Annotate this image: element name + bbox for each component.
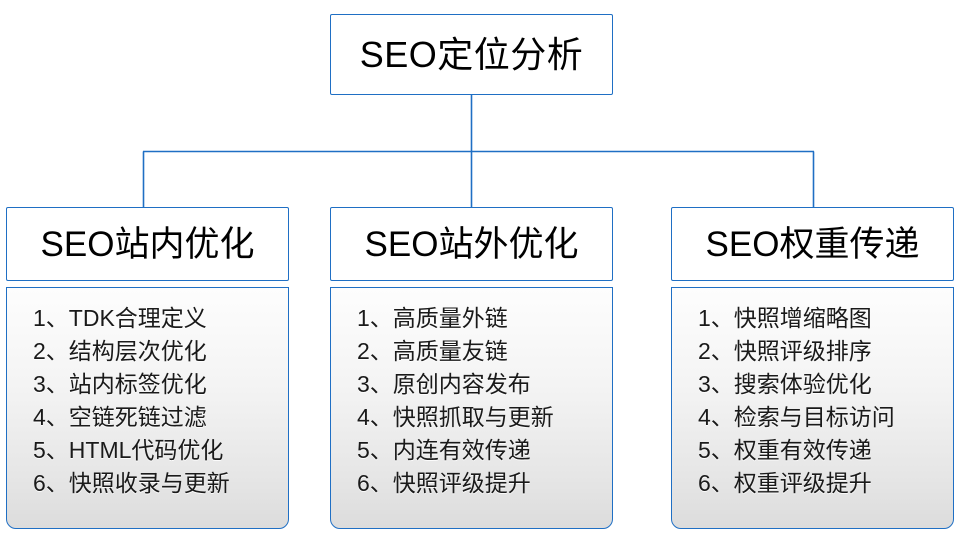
list-item: 2、快照评级排序 xyxy=(698,338,872,364)
list-item: 6、权重评级提升 xyxy=(698,470,872,496)
list-item: 5、HTML代码优化 xyxy=(33,437,224,463)
column-seo-weight-transfer: SEO权重传递 1、快照增缩略图 2、快照评级排序 3、搜索体验优化 4、检索与… xyxy=(671,207,954,529)
column-1-item-list: 1、TDK合理定义 2、结构层次优化 3、站内标签优化 4、空链死链过滤 5、H… xyxy=(7,302,288,500)
column-seo-onsite: SEO站内优化 1、TDK合理定义 2、结构层次优化 3、站内标签优化 4、空链… xyxy=(6,207,289,529)
list-item: 5、内连有效传递 xyxy=(357,437,531,463)
column-1-body: 1、TDK合理定义 2、结构层次优化 3、站内标签优化 4、空链死链过滤 5、H… xyxy=(6,287,289,529)
column-1-header[interactable]: SEO站内优化 xyxy=(6,207,289,281)
list-item: 6、快照评级提升 xyxy=(357,470,531,496)
list-item: 3、站内标签优化 xyxy=(33,371,207,397)
list-item: 2、结构层次优化 xyxy=(33,338,207,364)
list-item: 4、检索与目标访问 xyxy=(698,404,895,430)
column-2-body: 1、高质量外链 2、高质量友链 3、原创内容发布 4、快照抓取与更新 5、内连有… xyxy=(330,287,613,529)
column-3-header-label: SEO权重传递 xyxy=(705,224,920,264)
list-item: 6、快照收录与更新 xyxy=(33,470,230,496)
root-node-label: SEO定位分析 xyxy=(359,33,584,75)
column-3-body: 1、快照增缩略图 2、快照评级排序 3、搜索体验优化 4、检索与目标访问 5、权… xyxy=(671,287,954,529)
list-item: 2、高质量友链 xyxy=(357,338,508,364)
list-item: 5、权重有效传递 xyxy=(698,437,872,463)
list-item: 4、空链死链过滤 xyxy=(33,404,207,430)
column-seo-offsite: SEO站外优化 1、高质量外链 2、高质量友链 3、原创内容发布 4、快照抓取与… xyxy=(330,207,613,529)
list-item: 1、高质量外链 xyxy=(357,305,508,331)
list-item: 1、TDK合理定义 xyxy=(33,305,207,331)
list-item: 4、快照抓取与更新 xyxy=(357,404,554,430)
column-2-header[interactable]: SEO站外优化 xyxy=(330,207,613,281)
column-3-item-list: 1、快照增缩略图 2、快照评级排序 3、搜索体验优化 4、检索与目标访问 5、权… xyxy=(672,302,953,500)
root-node[interactable]: SEO定位分析 xyxy=(330,14,613,95)
list-item: 1、快照增缩略图 xyxy=(698,305,872,331)
column-2-header-label: SEO站外优化 xyxy=(364,224,579,264)
column-3-header[interactable]: SEO权重传递 xyxy=(671,207,954,281)
list-item: 3、搜索体验优化 xyxy=(698,371,872,397)
list-item: 3、原创内容发布 xyxy=(357,371,531,397)
column-1-header-label: SEO站内优化 xyxy=(40,224,255,264)
column-2-item-list: 1、高质量外链 2、高质量友链 3、原创内容发布 4、快照抓取与更新 5、内连有… xyxy=(331,302,612,500)
